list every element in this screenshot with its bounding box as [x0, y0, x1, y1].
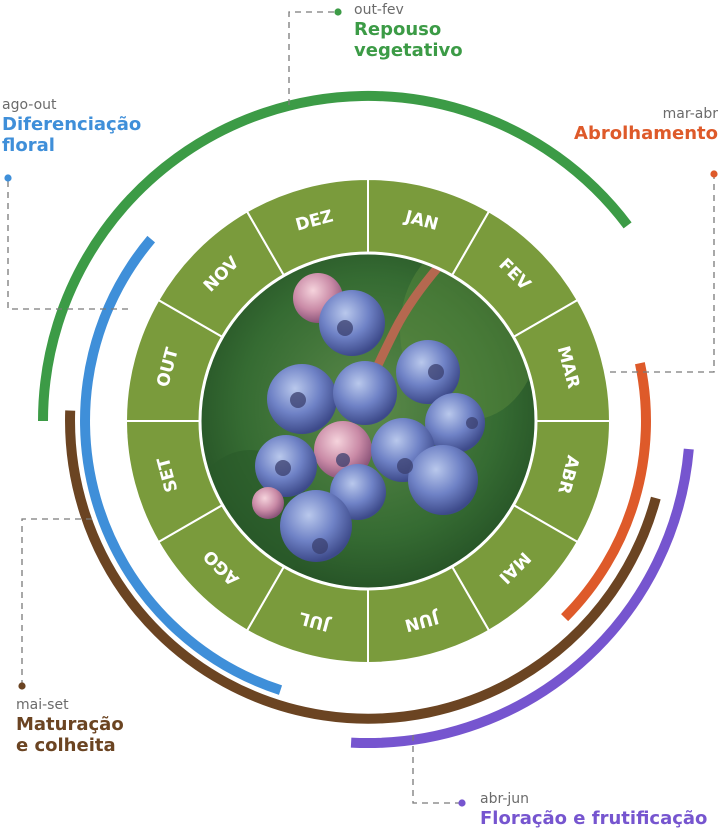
phase-name-line: Abrolhamento — [574, 122, 718, 144]
phase-name-line: Maturação — [16, 713, 124, 735]
range-text: mai-set — [16, 697, 69, 713]
leader-line-abrolhamento — [610, 174, 715, 373]
leader-line-repouso — [288, 11, 338, 105]
label-maturacao-colheita: mai-set Maturação e colheita — [16, 697, 124, 756]
label-floracao-frutificacao: abr-jun Floração e frutificação — [480, 791, 707, 829]
leader-dot-maturacao — [18, 682, 26, 690]
photo-border — [198, 251, 538, 591]
leader-dot-abrolhamento — [710, 170, 718, 178]
blueberry-photo — [200, 253, 536, 589]
phase-name-line: floral — [2, 134, 55, 156]
phase-name-line: vegetativo — [354, 39, 463, 61]
phase-name-line: e colheita — [16, 734, 116, 756]
range-text: out-fev — [354, 2, 404, 18]
label-repouso-vegetativo: out-fev Repouso vegetativo — [354, 2, 463, 61]
leader-dot-repouso — [334, 8, 342, 16]
phase-arc-abrolhamento — [561, 362, 651, 622]
label-diferenciacao-floral: ago-out Diferenciação floral — [2, 97, 141, 156]
phase-arc-repouso — [38, 90, 632, 422]
phase-arcs — [38, 90, 694, 749]
label-abrolhamento: mar-abr Abrolhamento — [574, 106, 718, 144]
phase-name-line: Repouso — [354, 18, 442, 40]
leader-line-floracao — [412, 735, 462, 804]
range-text: mar-abr — [662, 106, 718, 122]
leader-dot-diferenciacao — [4, 174, 12, 182]
leader-lines — [4, 8, 718, 807]
phase-name-line: Floração e frutificação — [480, 807, 708, 829]
phase-arc-floracao — [350, 448, 694, 749]
range-text: ago-out — [2, 97, 57, 113]
leader-line-maturacao — [21, 518, 92, 686]
leader-dot-floracao — [458, 799, 466, 807]
range-text: abr-jun — [480, 791, 530, 807]
phase-name-line: Diferenciação — [2, 113, 142, 135]
phase-arc-diferenciacao — [80, 235, 283, 695]
phase-arc-maturacao — [65, 410, 661, 724]
